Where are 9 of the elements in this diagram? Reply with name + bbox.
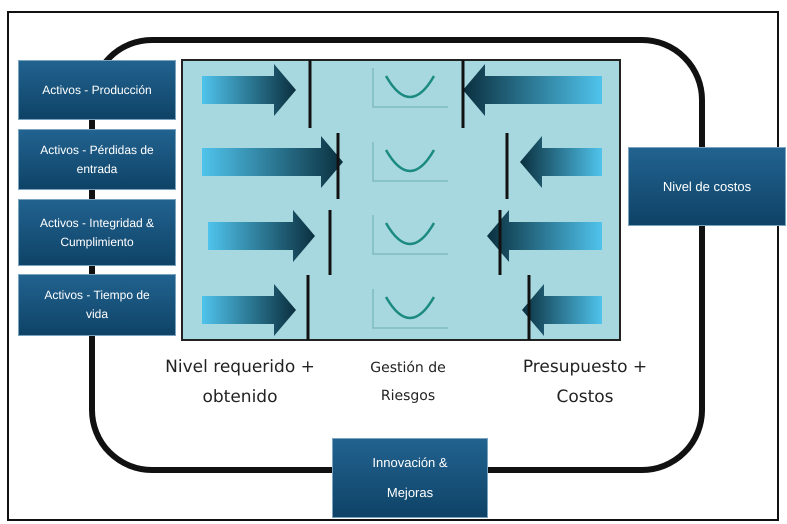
caption-text: Presupuesto + Costos: [522, 356, 648, 409]
caption-text: Nivel requerido + obtenido: [164, 356, 316, 409]
label-box: Activos - Pérdidas de entrada: [18, 129, 176, 190]
caption-text: Gestión de Riesgos: [369, 359, 447, 406]
label-box: Nivel de costos: [628, 147, 786, 226]
label-box: Activos - Integridad & Cumplimiento: [18, 199, 176, 266]
label-box: Activos - Tiempo de vida: [18, 274, 176, 336]
label-box: Activos - Producción: [18, 60, 176, 120]
label-box: Innovación & Mejoras: [332, 438, 488, 518]
